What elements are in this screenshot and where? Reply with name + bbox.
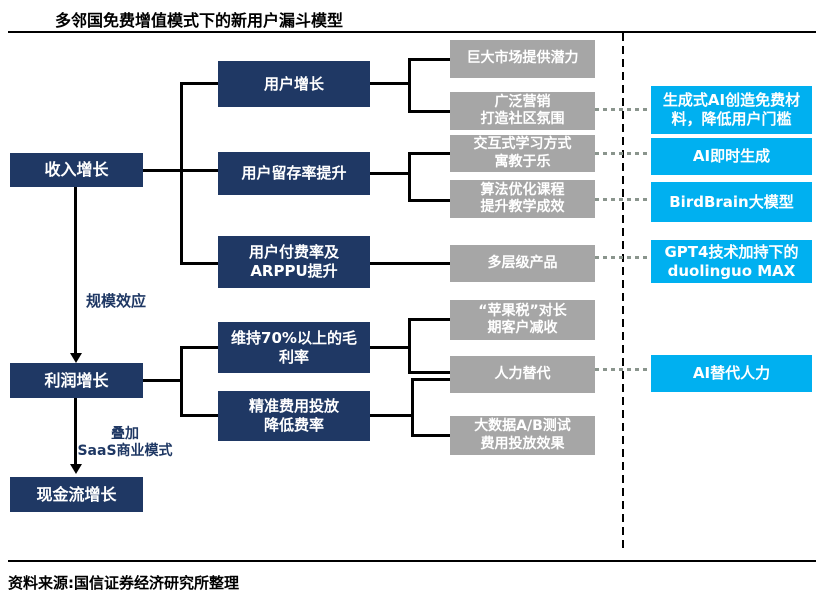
dotted-connector (595, 256, 651, 259)
node-user-growth: 用户增长 (218, 61, 370, 107)
connector-line (180, 346, 183, 417)
dotted-connector (595, 152, 651, 155)
connector-line (180, 414, 218, 417)
node-ai-replace-labor: AI替代人力 (651, 355, 812, 392)
connector-line (180, 169, 218, 172)
flow-arrow-shaft (74, 398, 77, 466)
connector-line (370, 82, 410, 85)
source-note: 资料来源:国信证券经济研究所整理 (8, 574, 240, 592)
dashed-divider (622, 33, 624, 550)
node-ai-instant-generation: AI即时生成 (651, 138, 812, 175)
node-tiered-products: 多层级产品 (450, 245, 595, 282)
node-gross-margin-70: 维持70%以上的毛 利率 (218, 322, 370, 373)
connector-line (408, 152, 411, 202)
connector-line (180, 82, 183, 265)
connector-line (408, 110, 450, 113)
node-revenue-growth: 收入增长 (10, 153, 143, 187)
node-big-data-ab-testing: 大数据A/B测试 费用投放效果 (450, 416, 595, 455)
connector-line (143, 379, 183, 382)
node-broad-marketing: 广泛营销 打造社区氛围 (450, 92, 595, 130)
node-gpt4-duolingo-max: GPT4技术加持下的 duolinguo MAX (651, 240, 812, 283)
node-birdbrain-model: BirdBrain大模型 (651, 182, 812, 222)
flow-arrow-shaft (74, 187, 77, 355)
node-apple-tax: “苹果税”对长 期客户减收 (450, 300, 595, 340)
connector-line (408, 318, 411, 374)
node-interactive-learning: 交互式学习方式 寓教于乐 (450, 135, 595, 172)
connector-line (408, 318, 450, 321)
connector-line (370, 262, 450, 265)
connector-line (370, 172, 410, 175)
node-retention-improve: 用户留存率提升 (218, 152, 370, 195)
connector-line (408, 371, 450, 374)
connector-line (408, 152, 450, 155)
connector-line (143, 169, 183, 172)
page-title: 多邻国免费增值模式下的新用户漏斗模型 (55, 11, 344, 30)
connector-line (180, 82, 218, 85)
title-underline (8, 31, 816, 33)
node-profit-growth: 利润增长 (10, 363, 143, 398)
dotted-connector (595, 198, 651, 201)
node-cashflow-growth: 现金流增长 (10, 477, 143, 512)
node-huge-market: 巨大市场提供潜力 (450, 40, 595, 78)
connector-line (180, 262, 218, 265)
node-precise-spending: 精准费用投放 降低费率 (218, 391, 370, 441)
dotted-connector (595, 108, 651, 111)
connector-line (180, 346, 218, 349)
node-genai-free-materials: 生成式AI创造免费材 料，降低用户门槛 (651, 86, 812, 134)
connector-line (408, 58, 450, 61)
connector-line (411, 378, 450, 381)
arrow-down-icon (70, 353, 82, 363)
connector-line (411, 434, 450, 437)
connector-line (411, 378, 414, 437)
arrow-down-icon (70, 464, 82, 474)
node-labor-replacement: 人力替代 (450, 356, 595, 393)
label-scale-effect: 规模效应 (86, 292, 147, 310)
node-algorithm-courses: 算法优化课程 提升教学成效 (450, 180, 595, 218)
connector-line (408, 199, 450, 202)
connector-line (370, 414, 414, 417)
footer-rule (8, 560, 816, 562)
connector-line (408, 58, 411, 113)
label-saas-overlay: 叠加 SaaS商业模式 (77, 426, 173, 459)
node-paying-rate-arppu: 用户付费率及 ARPPU提升 (218, 236, 370, 288)
dotted-connector (595, 368, 651, 371)
connector-line (370, 346, 410, 349)
